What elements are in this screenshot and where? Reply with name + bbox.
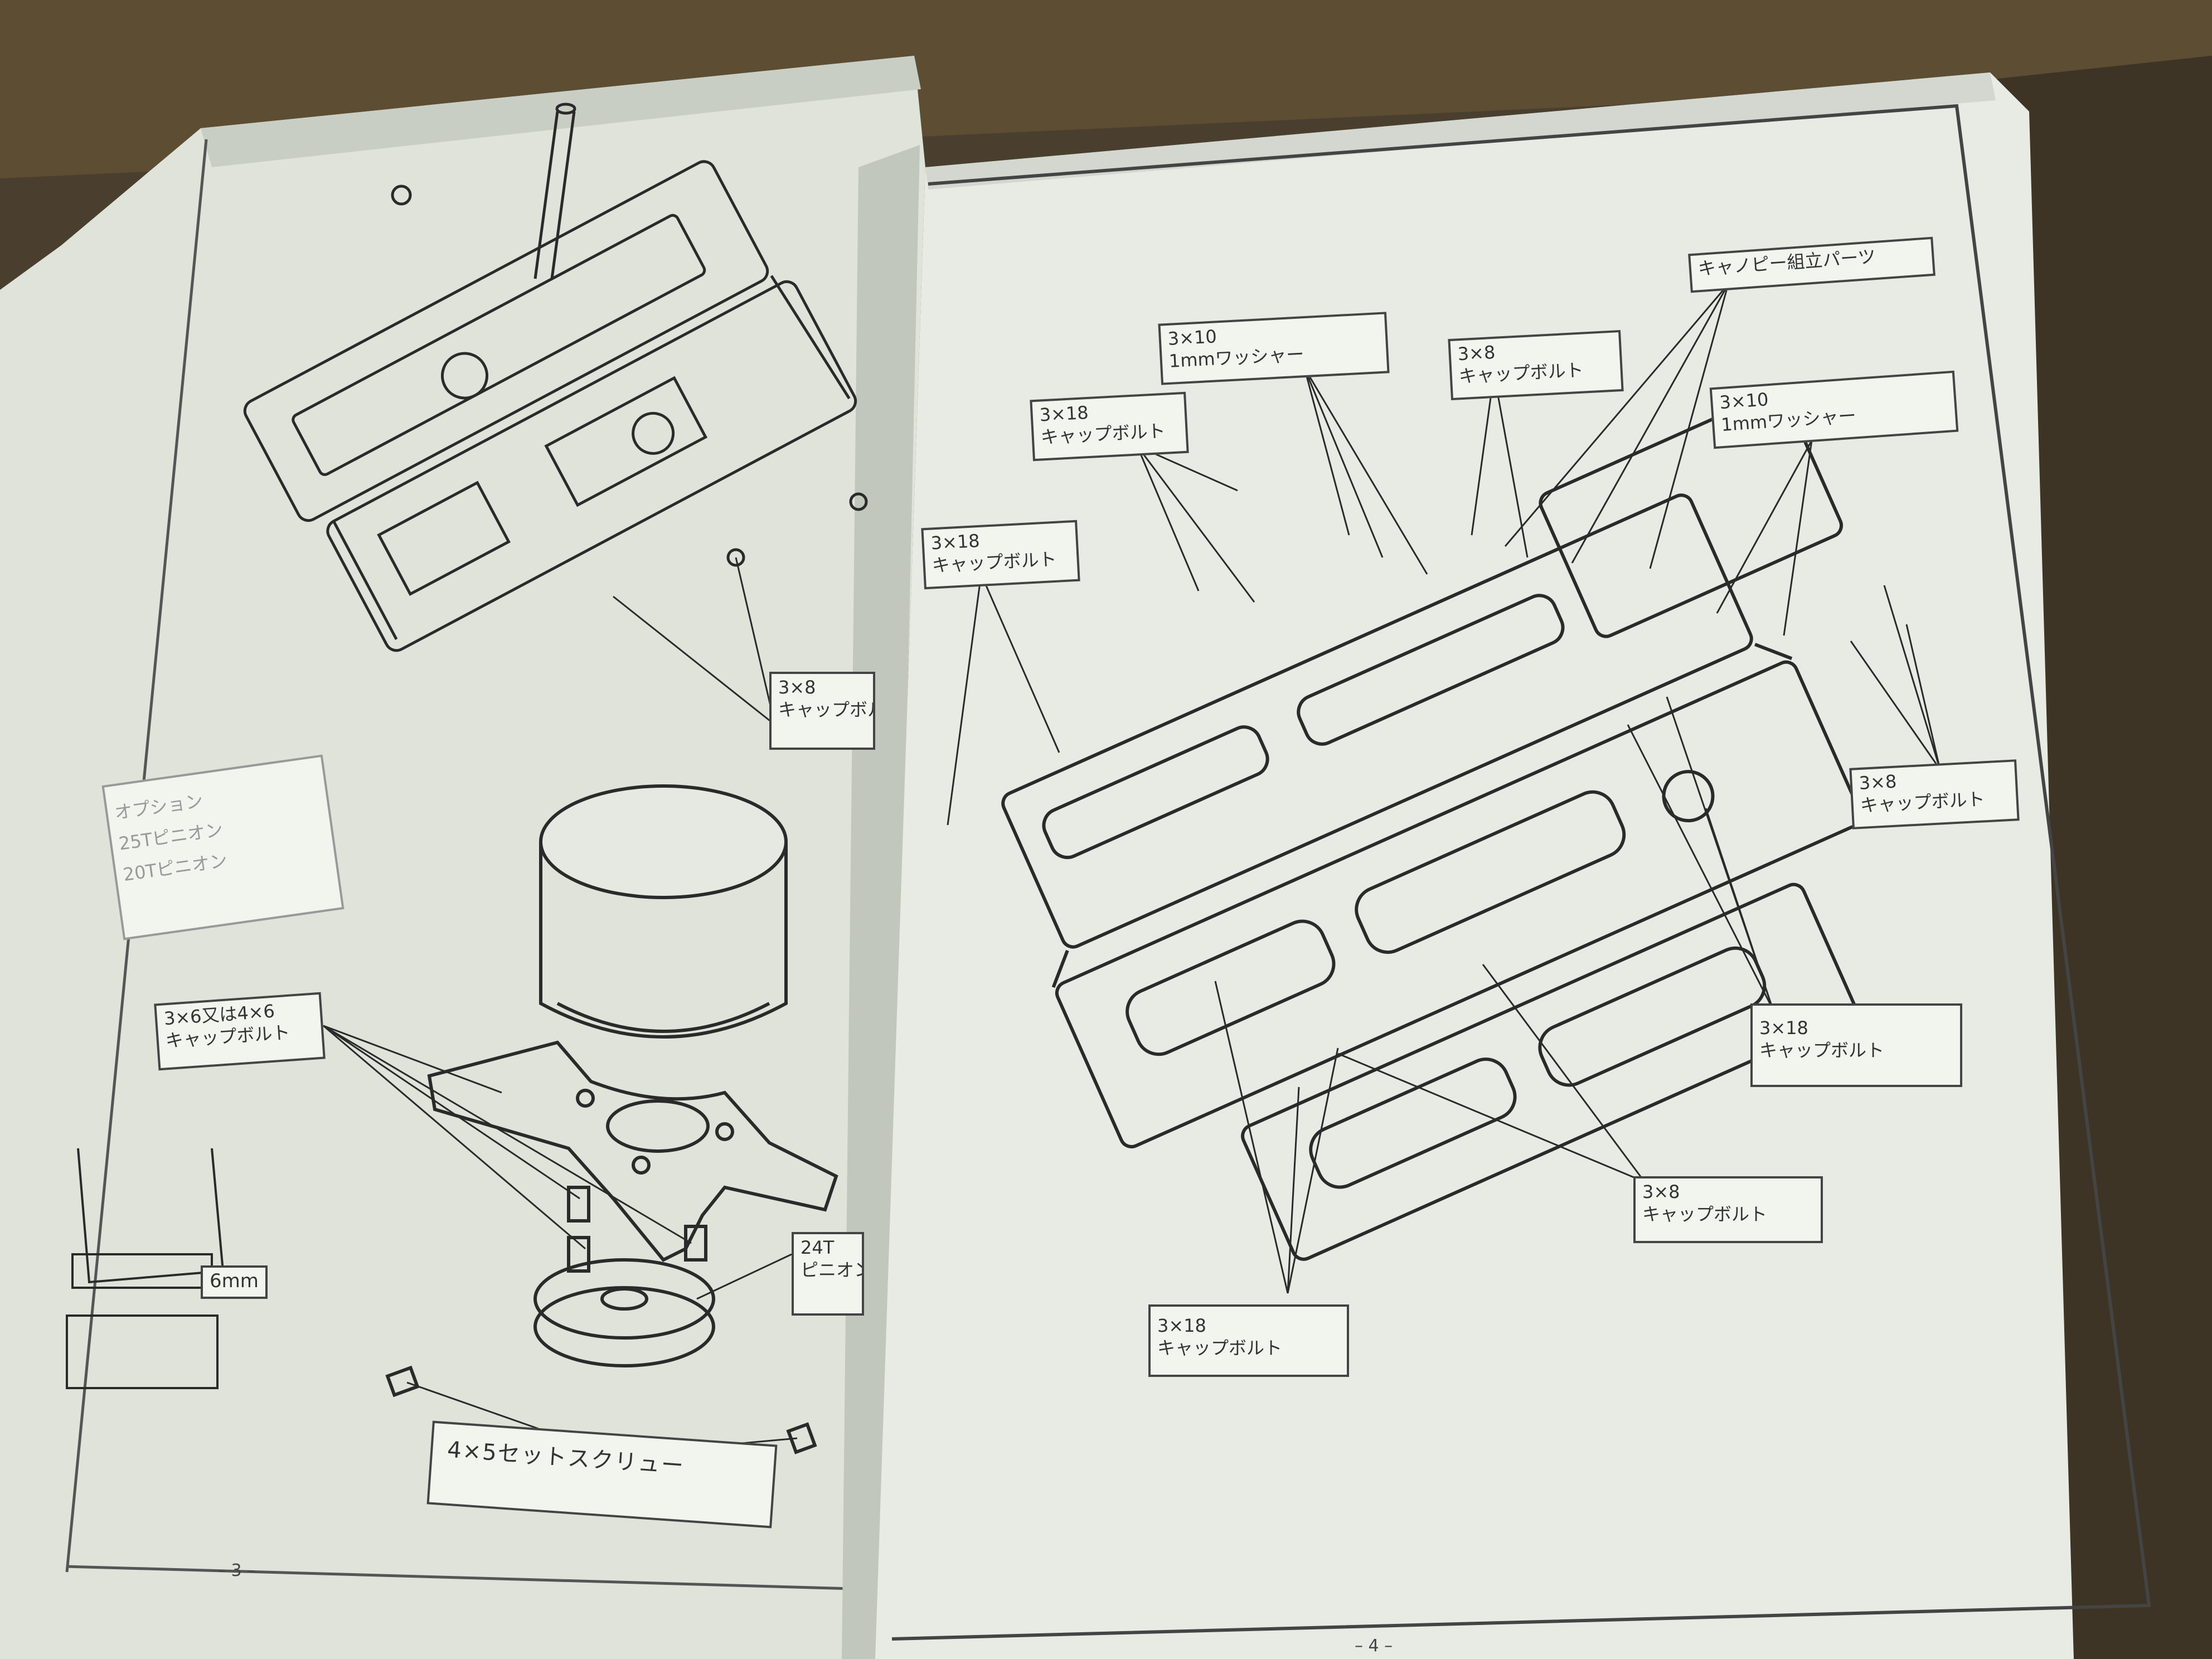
label-size: 3×8: [778, 677, 816, 698]
label-size: 3×18: [1759, 1017, 1808, 1039]
label-line2: ピニオン: [801, 1259, 862, 1280]
label-motor-cap-bolt: 3×6又は4×6 キャップボルト: [154, 992, 326, 1071]
label-3x8-cap-bolt-right: 3×8 キャップボルト: [1849, 759, 2020, 830]
right-page-number: – 4 –: [1355, 1636, 1393, 1656]
label-name: キャップボルト: [1759, 1040, 1885, 1061]
label-3x18-cap-bolt-d: 3×18 キャップボルト: [1148, 1304, 1349, 1377]
label-name: キャップボルト: [1157, 1337, 1283, 1359]
label-size: 3×18: [1157, 1315, 1206, 1336]
label-washer-top: 3×10 1mmワッシャー: [1158, 312, 1390, 385]
label-text: 6mm: [210, 1270, 259, 1292]
label-3x18-cap-bolt-c: 3×18 キャップボルト: [1750, 1003, 1962, 1087]
label-24t-pinion: 24T ピニオン: [792, 1232, 864, 1316]
label-6mm: 6mm: [201, 1265, 268, 1299]
label-name: キャップボルト: [778, 699, 873, 720]
left-page-number: – 3 –: [217, 1561, 256, 1580]
label-name: キャップボルト: [1642, 1204, 1768, 1225]
label-size: 3×8: [1642, 1181, 1680, 1202]
label-text: 4×5セットスクリュー: [446, 1437, 686, 1479]
label-option-pinion: オプション 25Tピニオン 20Tピニオン: [101, 754, 345, 940]
label-3x8-cap-bolt-left: 3×8 キャップボルト: [769, 672, 875, 750]
label-3x18-cap-bolt-a: 3×18 キャップボルト: [1030, 391, 1189, 462]
label-3x8-cap-bolt-top: 3×8 キャップボルト: [1448, 329, 1624, 401]
label-3x8-cap-bolt-bottom: 3×8 キャップボルト: [1633, 1176, 1823, 1243]
label-3x18-cap-bolt-b: 3×18 キャップボルト: [921, 520, 1080, 590]
label-line1: 24T: [801, 1237, 835, 1258]
